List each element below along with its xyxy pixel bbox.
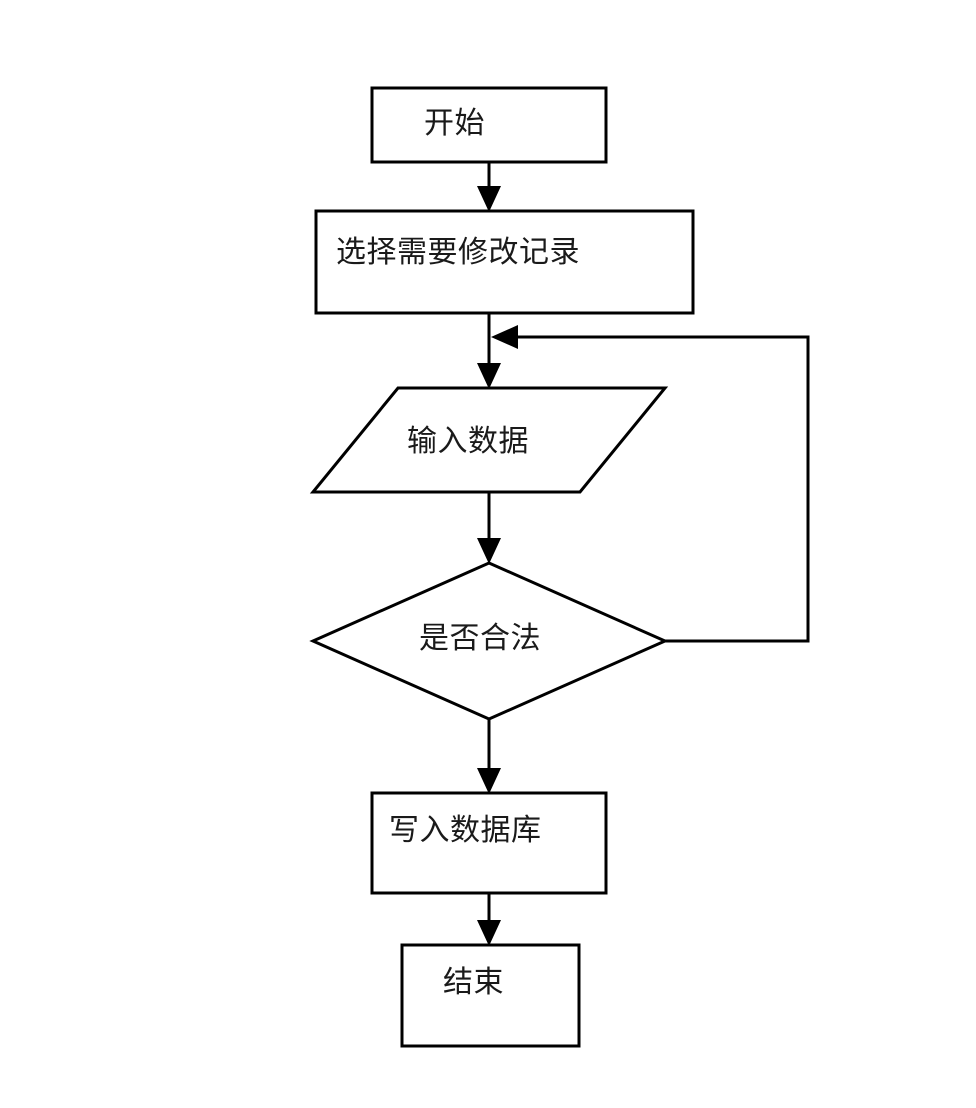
edge-select-to-input [477, 313, 501, 389]
node-label-write-database: 写入数据库 [389, 814, 542, 847]
node-shape-start [370, 86, 608, 164]
node-shape-is-valid [309, 561, 669, 721]
edge-write-to-end [477, 893, 501, 946]
edge-decision-loop-back [491, 325, 810, 643]
edge-input-to-decision [477, 492, 501, 564]
edge-start-to-select [477, 162, 501, 212]
shape-layer [309, 86, 695, 1048]
node-shape-write-database [370, 791, 608, 895]
node-shape-end [400, 943, 581, 1048]
node-shape-select-record [314, 209, 695, 315]
node-label-end: 结束 [443, 966, 504, 999]
node-label-start: 开始 [424, 107, 485, 140]
node-label-input-data: 输入数据 [407, 425, 529, 458]
node-shape-input-data [309, 386, 669, 494]
edge-layer [477, 162, 810, 946]
edge-decision-to-write [477, 719, 501, 794]
node-label-select-record: 选择需要修改记录 [336, 236, 580, 269]
node-label-is-valid: 是否合法 [419, 622, 541, 655]
